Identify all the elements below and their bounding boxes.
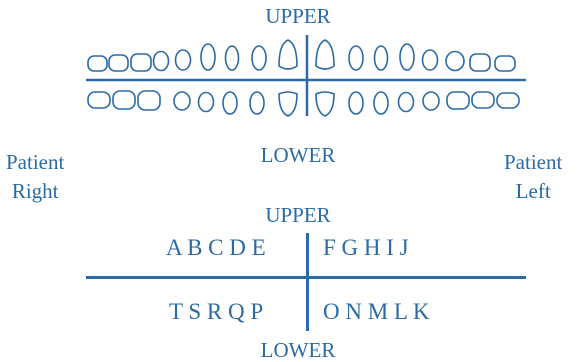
upper-tooth-11 — [348, 45, 364, 71]
lower-tooth-6 — [222, 91, 238, 115]
upper-tooth-15 — [445, 50, 465, 72]
lower-tooth-10 — [348, 91, 364, 115]
upper-tooth-2 — [108, 54, 129, 72]
primary-upper-right-letters: A B C D E — [166, 235, 266, 260]
patient-right-label: Patient Right — [6, 148, 64, 206]
lower-tooth-2 — [112, 90, 136, 110]
upper-tooth-5 — [174, 49, 192, 71]
lower-tooth-14 — [446, 91, 470, 110]
upper-tooth-7 — [224, 45, 240, 71]
lower-tooth-13 — [422, 91, 440, 111]
primary-vertical-divider — [306, 233, 309, 331]
patient-left-line-2: Left — [515, 179, 551, 203]
primary-upper-label: UPPER — [265, 203, 331, 227]
lower-tooth-7 — [249, 91, 265, 115]
upper-tooth-12 — [373, 45, 389, 71]
lower-label: LOWER — [260, 143, 336, 167]
lower-tooth-12 — [397, 91, 415, 113]
upper-label: UPPER — [265, 4, 331, 28]
lower-tooth-4 — [173, 91, 191, 111]
patient-right-line-2: Right — [11, 179, 59, 203]
upper-tooth-17 — [494, 55, 516, 72]
patient-left-label: Patient Left — [504, 148, 562, 206]
upper-tooth-10 — [315, 39, 335, 70]
primary-upper-left-letters: F G H I J — [323, 235, 409, 260]
lower-tooth-9 — [315, 91, 335, 117]
primary-lower-left-letters: O N M L K — [323, 299, 430, 324]
upper-tooth-6 — [200, 43, 216, 71]
primary-lower-label: LOWER — [260, 338, 336, 362]
lower-tooth-1 — [87, 91, 111, 109]
patient-left-line-1: Patient — [504, 150, 563, 174]
upper-tooth-14 — [421, 49, 439, 71]
lower-tooth-16 — [496, 92, 520, 109]
upper-tooth-8 — [251, 45, 267, 71]
patient-right-line-1: Patient — [6, 150, 65, 174]
lower-tooth-5 — [197, 91, 215, 113]
upper-tooth-4 — [152, 50, 170, 72]
lower-tooth-11 — [373, 91, 389, 115]
upper-tooth-13 — [399, 43, 415, 71]
upper-tooth-9 — [278, 39, 298, 70]
primary-lower-right-letters: T S R Q P — [169, 299, 264, 324]
upper-tooth-1 — [87, 55, 108, 72]
upper-tooth-3 — [130, 53, 152, 72]
upper-tooth-16 — [469, 53, 491, 72]
lower-tooth-15 — [471, 91, 495, 109]
lower-tooth-3 — [137, 90, 161, 111]
lower-tooth-8 — [278, 91, 298, 117]
